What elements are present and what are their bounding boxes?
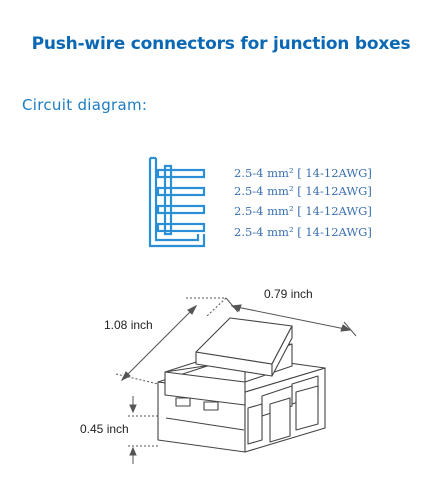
schematic-housing-inner: [154, 158, 200, 242]
front-slots: [165, 397, 245, 431]
wire-entry-openings: [247, 375, 319, 445]
wire-spec-3: 2.5-4 mm² [ 14-12AWG]: [234, 204, 372, 218]
connector-top-step: [195, 317, 293, 377]
connector-drawing: [115, 297, 357, 464]
width-dimension-line: [205, 297, 357, 337]
schematic-bus-bar: [163, 164, 173, 236]
height-dimension-label: 0.45 inch: [80, 422, 129, 436]
wire-spec-4: 2.5-4 mm² [ 14-12AWG]: [234, 225, 372, 239]
page-title: Push-wire connectors for junction boxes: [31, 34, 411, 54]
schematic-housing: [148, 158, 206, 248]
width-dimension-label: 0.79 inch: [264, 287, 313, 301]
height-dimension-line: [128, 396, 160, 464]
connector-schematic: [148, 156, 206, 248]
schematic-slot-4: [156, 222, 206, 233]
length-dimension-line: [115, 297, 226, 385]
length-dimension-label: 1.08 inch: [104, 318, 153, 332]
wire-spec-1: 2.5-4 mm² [ 14-12AWG]: [234, 166, 372, 180]
circuit-diagram-label: Circuit diagram:: [22, 96, 148, 114]
schematic-slot-3: [156, 204, 206, 215]
wire-spec-2: 2.5-4 mm² [ 14-12AWG]: [234, 184, 372, 198]
schematic-slot-2: [156, 186, 206, 197]
schematic-slot-1: [156, 168, 206, 179]
